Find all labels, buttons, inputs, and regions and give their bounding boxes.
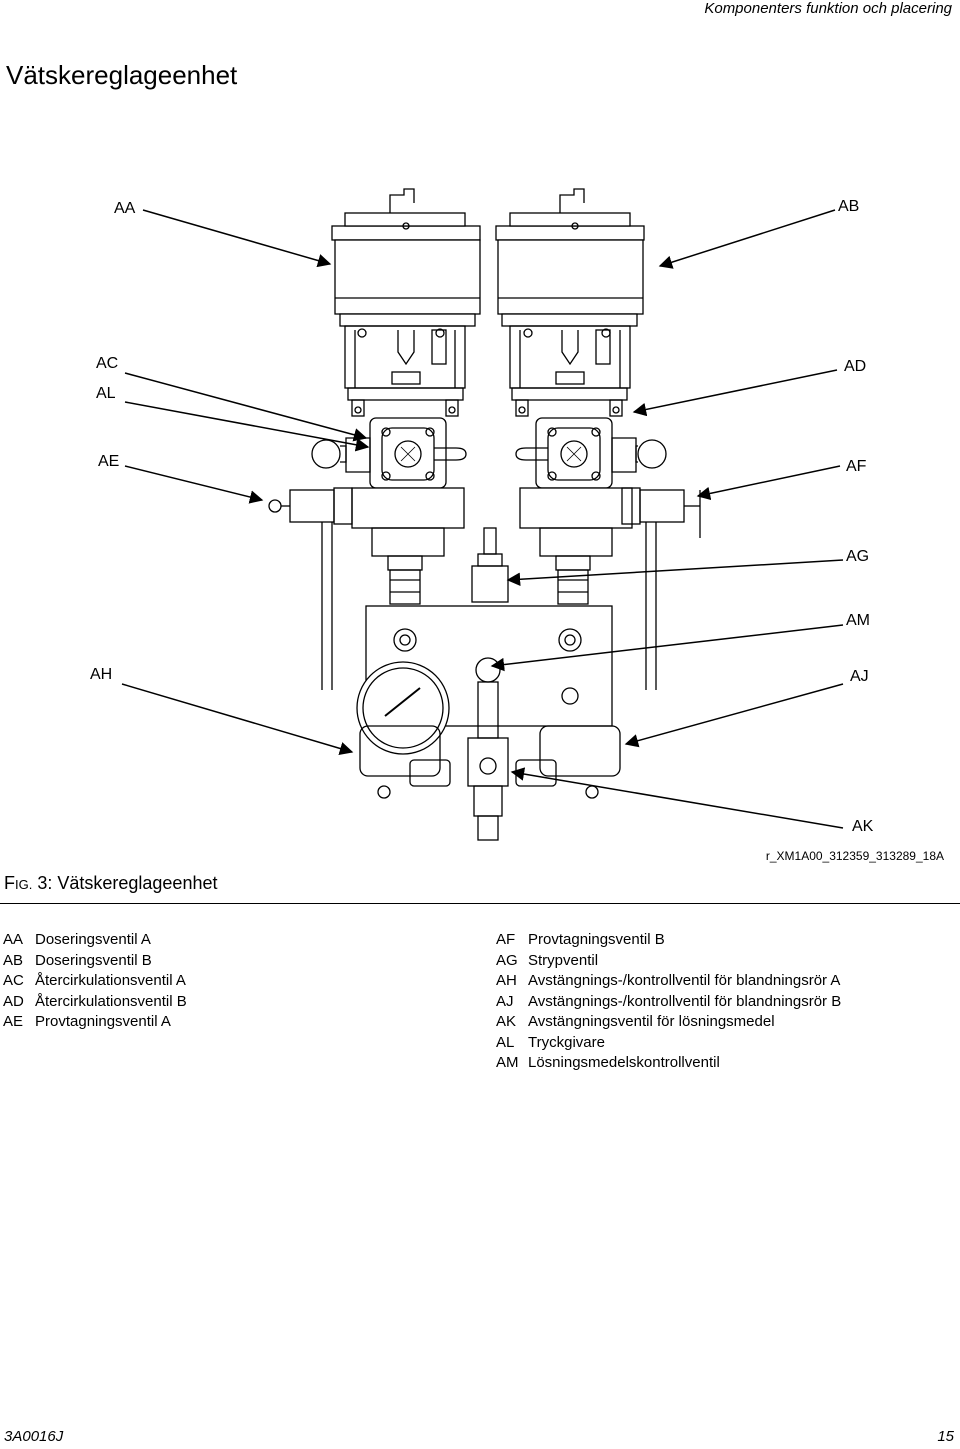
mix-manifold-drawing xyxy=(356,605,621,841)
legend-row: AF Provtagningsventil B xyxy=(496,930,841,951)
callout-ah: AH xyxy=(90,666,113,683)
legend-row: AJ Avstängnings-/kontrollventil för bland… xyxy=(496,992,841,1013)
legend-row: AG Strypventil xyxy=(496,951,841,972)
legend-label: Tryckgivare xyxy=(528,1033,605,1051)
callout-ad: AD xyxy=(844,358,867,375)
legend-code: AH xyxy=(496,972,517,989)
callout-al: AL xyxy=(96,385,116,402)
callout-af: AF xyxy=(846,458,867,475)
running-header: Komponenters funktion och placering xyxy=(704,0,952,17)
legend-row: AK Avstängningsventil för lösningsmedel xyxy=(496,1012,841,1033)
legend-label: Provtagningsventil A xyxy=(35,1013,171,1030)
legend-label: Doseringsventil B xyxy=(35,951,152,969)
legend-label: Återcirkulationsventil A xyxy=(35,972,186,989)
callout-ae: AE xyxy=(98,453,120,470)
legend-label: Strypventil xyxy=(528,951,599,969)
fluid-control-assembly-figure: AA AB AC AL AD AE AF AG AM AH AJ AK xyxy=(0,180,960,880)
legend-code: AJ xyxy=(496,992,514,1010)
legend-code: AK xyxy=(496,1013,517,1030)
legend-label: Doseringsventil A xyxy=(35,931,151,948)
legend-label: Avstängningsventil för lösningsmedel xyxy=(528,1013,775,1030)
callout-ac: AC xyxy=(96,355,119,372)
document-number: 3A0016J xyxy=(4,1428,64,1445)
legend-code: AA xyxy=(3,931,24,948)
callout-ak: AK xyxy=(852,818,874,835)
dosing-valve-b-drawing xyxy=(495,188,701,690)
caption-text: 3: Vätskereglageenhet xyxy=(32,873,218,893)
legend-row: AD Återcirkulationsventil B xyxy=(3,992,187,1013)
assembly-drawing xyxy=(121,188,844,841)
legend-label: Avstängnings-/kontrollventil för blandni… xyxy=(528,972,841,989)
legend-row: AH Avstängnings-/kontrollventil för bland… xyxy=(496,971,841,992)
legend-label: Provtagningsventil B xyxy=(528,931,665,948)
legend-label: Lösningsmedelskontrollventil xyxy=(528,1054,720,1071)
legend-code: AG xyxy=(496,951,518,969)
legend-code: AM xyxy=(496,1054,519,1071)
divider xyxy=(0,903,960,904)
figure-reference-id: r_XM1A00_312359_313289_18A xyxy=(765,849,944,863)
figure-caption: FIG. 3: Vätskereglageenhet xyxy=(4,873,217,894)
legend-code: AC xyxy=(3,972,24,989)
callout-leaders xyxy=(121,209,844,829)
legend-code: AF xyxy=(496,931,516,948)
legend-row: AM Lösningsmedelskontrollventil xyxy=(496,1053,841,1074)
legend-row: AL Tryckgivare xyxy=(496,1033,841,1054)
callout-aj: AJ xyxy=(850,668,869,685)
throttle-valve-drawing xyxy=(471,527,509,603)
legend-code: AB xyxy=(3,951,24,969)
page-number: 15 xyxy=(937,1428,954,1445)
callout-am: AM xyxy=(846,612,870,629)
legend-row: AB Doseringsventil B xyxy=(3,951,187,972)
legend-label: Återcirkulationsventil B xyxy=(35,992,187,1010)
callout-aa: AA xyxy=(114,200,136,217)
legend-code: AE xyxy=(3,1013,24,1030)
page-title: Vätskereglageenhet xyxy=(6,60,238,90)
caption-f: F xyxy=(4,873,15,893)
callout-ab: AB xyxy=(838,198,860,215)
dosing-valve-a-drawing xyxy=(268,188,481,690)
legend-row: AC Återcirkulationsventil A xyxy=(3,971,187,992)
callout-ag: AG xyxy=(846,548,870,565)
legend-row: AE Provtagningsventil A xyxy=(3,1012,187,1033)
legend-label: Avstängnings-/kontrollventil för blandni… xyxy=(528,992,842,1010)
legend-code: AL xyxy=(496,1033,515,1051)
legend-code: AD xyxy=(3,992,24,1010)
caption-ig: IG. xyxy=(15,877,33,892)
legend-row: AA Doseringsventil A xyxy=(3,930,187,951)
